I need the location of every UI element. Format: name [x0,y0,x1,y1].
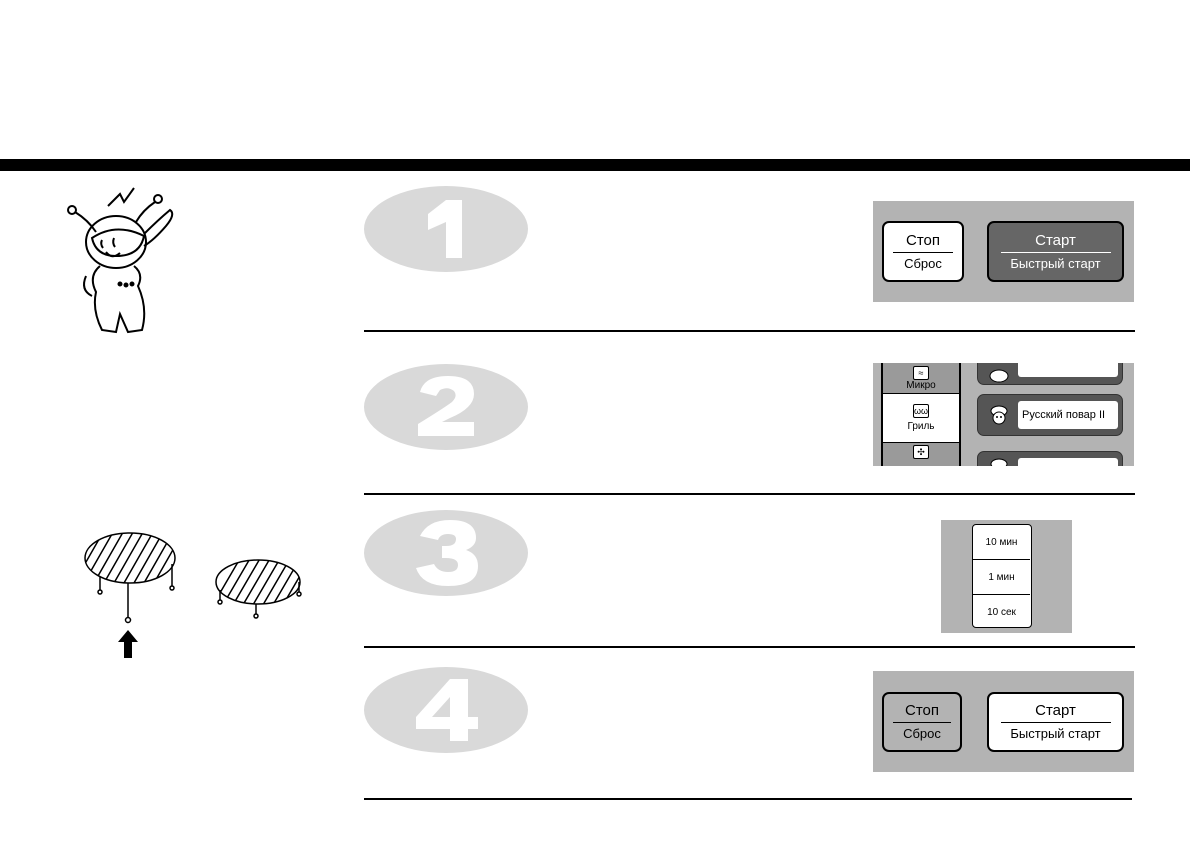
section-rule-2 [364,493,1135,495]
start-quick-start-button[interactable]: Старт Быстрый старт [987,692,1124,752]
stop-reset-button[interactable]: Стоп Сброс [882,221,964,282]
russian-chef-button[interactable]: Русский повар II [977,394,1123,436]
start-label: Старт [1035,231,1076,249]
control-panel-step1: Стоп Сброс Старт Быстрый старт [873,201,1134,302]
chef-icon [990,405,1008,425]
start-label: Старт [1035,702,1076,719]
start-quick-start-button[interactable]: Старт Быстрый старт [987,221,1124,282]
header-rule [0,159,1190,171]
quick-start-label: Быстрый старт [1010,726,1101,741]
ten-minute-button[interactable]: 10 мин [973,525,1030,559]
stop-reset-button[interactable]: Стоп Сброс [882,692,962,752]
one-minute-button[interactable]: 1 мин [973,560,1030,594]
step-number-3 [364,510,528,596]
time-button-column: 10 мин 1 мин 10 сек [972,524,1032,628]
microwave-wave-icon: ≈ [913,366,929,380]
ten-second-button[interactable]: 10 сек [973,595,1030,629]
up-arrow-icon [118,630,138,658]
stop-label: Стоп [905,702,939,719]
section-rule-3 [364,646,1135,648]
step-number-1 [364,186,528,272]
step-number-2 [364,364,528,450]
mode-button-strip: ≈ Микро ωω Гриль ✣ [881,363,961,466]
control-panel-step4: Стоп Сброс Старт Быстрый старт [873,671,1134,772]
fan-icon: ✣ [913,445,929,459]
reset-label: Сброс [904,255,942,271]
control-panel-step3: 10 мин 1 мин 10 сек [941,520,1072,633]
grill-rack-illustration [84,532,302,658]
section-rule-1 [364,330,1135,332]
auto-cook-button-bottom[interactable] [977,451,1123,466]
russian-chef-label: Русский повар II [1018,401,1118,429]
grill-icon: ωω [913,404,929,418]
micro-mode-button[interactable]: ≈ Микро [883,363,959,391]
ten-minute-label: 10 мин [985,536,1018,548]
one-minute-label: 1 мин [988,571,1015,583]
micro-mode-label: Микро [906,380,936,391]
step-number-4 [364,667,528,753]
ten-second-label: 10 сек [987,606,1016,618]
auto-cook-button-top[interactable] [977,363,1123,385]
reset-label: Сброс [903,726,941,741]
convection-mode-button[interactable]: ✣ [883,445,959,466]
stop-label: Стоп [906,231,940,249]
quick-start-label: Быстрый старт [1010,255,1101,271]
grill-mode-label: Гриль [907,421,935,432]
control-panel-step2: ≈ Микро ωω Гриль ✣ Русский повар II [873,363,1134,466]
mascot-illustration [67,187,174,334]
pot-icon [989,369,1009,383]
grill-mode-button[interactable]: ωω Гриль [883,393,959,443]
cake-icon [990,458,1008,466]
section-rule-4 [364,798,1132,800]
